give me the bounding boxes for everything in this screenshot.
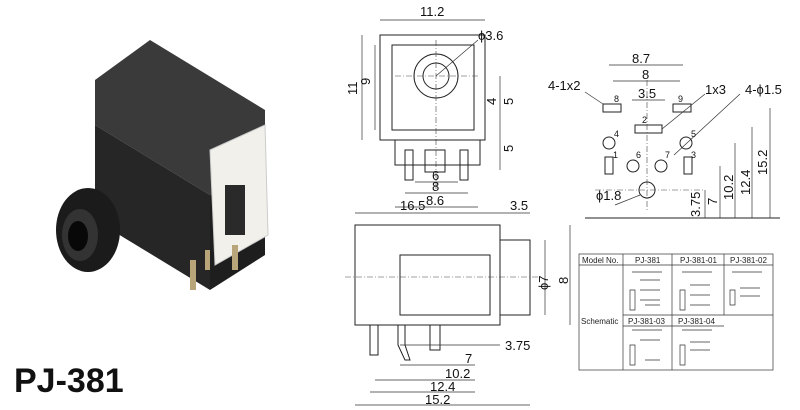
dim-v-15-2: 15.2	[755, 150, 770, 175]
product-title: PJ-381	[14, 362, 124, 400]
dim-holes-1-5: 4-ϕ1.5	[745, 82, 782, 97]
pin-label: 2	[642, 115, 647, 125]
table-header-pj381-04: PJ-381-04	[678, 317, 715, 326]
dim-8: 8	[432, 179, 439, 194]
dim-6: 6	[432, 168, 439, 183]
dim-front: 3.5	[510, 198, 528, 213]
pcb-layout-drawing: 8.7 8 3.5 4-1x2 1x3 4-ϕ1.5 ϕ1.8 3.75 7 1…	[548, 51, 782, 219]
table-header-pj381-01: PJ-381-01	[680, 256, 717, 265]
pin-label: 4	[614, 129, 619, 139]
dim-3-75: 3.75	[505, 338, 530, 353]
dim-5b: 5	[501, 145, 516, 152]
pin-label: 8	[614, 94, 619, 104]
pin-label: 7	[665, 150, 670, 160]
dim-hole-1-8: ϕ1.8	[596, 188, 621, 203]
dim-slot-1x3: 1x3	[705, 82, 726, 97]
dim-v-12-4: 12.4	[738, 170, 753, 195]
dim-8-6: 8.6	[426, 193, 444, 208]
dim-length: 16.5	[400, 198, 425, 213]
dim-hole: ϕ3.6	[478, 28, 503, 43]
product-photo	[56, 40, 269, 290]
table-header-pj381-02: PJ-381-02	[730, 256, 767, 265]
pin-label: 3	[691, 150, 696, 160]
table-header-pj381: PJ-381	[635, 256, 661, 265]
dim-4: 4	[484, 98, 499, 105]
pin-label: 5	[691, 129, 696, 139]
dim-12-4: 12.4	[430, 379, 455, 394]
pin-label: 1	[613, 150, 618, 160]
schematic-symbols	[629, 271, 762, 366]
pin-label: 9	[678, 94, 683, 104]
side-view-drawing: 16.5 3.5 ϕ7 8 3.75 7 10.2 12.4 15.2	[345, 198, 571, 407]
dim-10-2: 10.2	[445, 366, 470, 381]
dim-diameter: ϕ7	[536, 275, 551, 290]
pin-label: 6	[636, 150, 641, 160]
dim-8: 8	[642, 67, 649, 82]
table-row-label: Schematic	[581, 317, 618, 326]
dim-5a: 5	[501, 98, 516, 105]
dim-15-2: 15.2	[425, 392, 450, 407]
dim-8: 8	[556, 277, 571, 284]
dim-v-10-2: 10.2	[721, 175, 736, 200]
table-header-pj381-03: PJ-381-03	[628, 317, 665, 326]
dim-width: 11.2	[420, 4, 444, 19]
dim-v-7: 7	[705, 198, 720, 205]
dim-height-inner: 9	[358, 78, 373, 85]
dim-slot-1x2: 4-1x2	[548, 78, 581, 93]
dim-v-3-75: 3.75	[688, 192, 703, 217]
dim-height-outer: 11	[345, 82, 360, 96]
table-header-model: Model No.	[582, 256, 618, 265]
dim-8-7: 8.7	[632, 51, 650, 66]
schematic-table: Model No. PJ-381 PJ-381-01 PJ-381-02 Sch…	[578, 253, 774, 371]
top-view-drawing: 11.2 ϕ3.6 11 9 4 5 5 6 8 8.6	[345, 4, 516, 208]
dim-3-5: 3.5	[638, 86, 656, 101]
dim-7: 7	[465, 351, 472, 366]
